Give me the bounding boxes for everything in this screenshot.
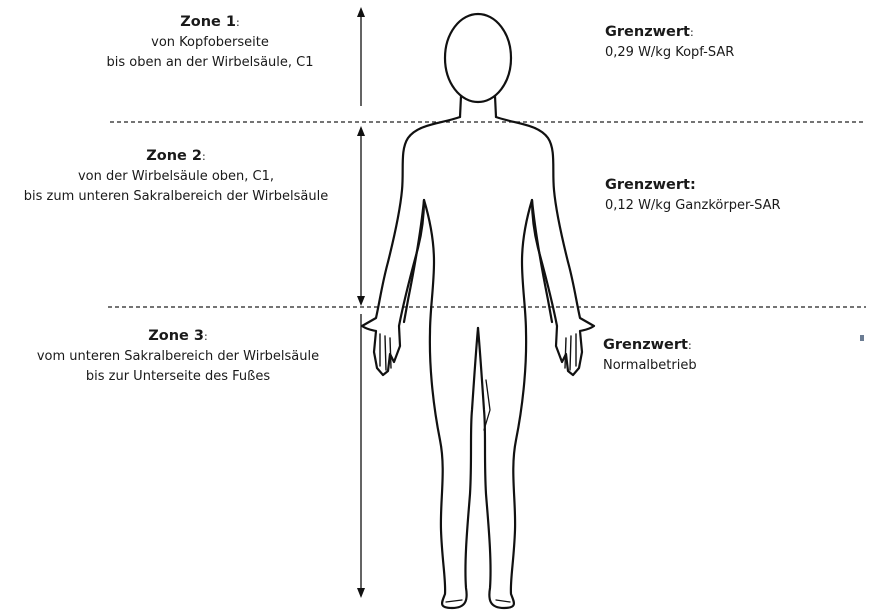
zone-3-title: Zone 3: bbox=[10, 326, 346, 347]
zone-3-line-2: bis zur Unterseite des Fußes bbox=[10, 367, 346, 387]
head bbox=[445, 14, 511, 102]
zone-2-arrow bbox=[357, 126, 365, 306]
zone-1-line-2: bis oben an der Wirbelsäule, C1 bbox=[80, 53, 340, 73]
zone-1-arrow bbox=[357, 7, 365, 106]
zone-2-line-1: von der Wirbelsäule oben, C1, bbox=[0, 167, 352, 187]
zone-1-limit-title: Grenzwert: bbox=[605, 22, 855, 43]
zone-1-title: Zone 1: bbox=[80, 12, 340, 33]
zone-2-title: Zone 2: bbox=[0, 146, 352, 167]
human-body-outline bbox=[362, 14, 594, 608]
zone-3-limit-title: Grenzwert: bbox=[603, 335, 833, 356]
zone-1-description: Zone 1: von Kopfoberseite bis oben an de… bbox=[80, 12, 340, 73]
zone-2-limit-title: Grenzwert: bbox=[605, 175, 865, 196]
right-foot-toes bbox=[496, 600, 510, 602]
zone-3-line-1: vom unteren Sakralbereich der Wirbelsäul… bbox=[10, 347, 346, 367]
zone-1-limit: Grenzwert: 0,29 W/kg Kopf-SAR bbox=[605, 22, 855, 63]
zone-2-description: Zone 2: von der Wirbelsäule oben, C1, bi… bbox=[0, 146, 352, 207]
zone-3-limit-value: Normalbetrieb bbox=[603, 356, 833, 376]
left-foot-toes bbox=[446, 600, 462, 602]
zone-2-line-2: bis zum unteren Sakralbereich der Wirbel… bbox=[0, 187, 352, 207]
marker-dot bbox=[860, 335, 864, 341]
zone-2-limit-value: 0,12 W/kg Ganzkörper-SAR bbox=[605, 196, 865, 216]
zone-3-limit: Grenzwert: Normalbetrieb bbox=[603, 335, 833, 376]
zone-3-arrow bbox=[357, 314, 365, 598]
zone-2-limit: Grenzwert: 0,12 W/kg Ganzkörper-SAR bbox=[605, 175, 865, 216]
zone-1-line-1: von Kopfoberseite bbox=[80, 33, 340, 53]
zone-3-description: Zone 3: vom unteren Sakralbereich der Wi… bbox=[10, 326, 346, 387]
zone-1-limit-value: 0,29 W/kg Kopf-SAR bbox=[605, 43, 855, 63]
